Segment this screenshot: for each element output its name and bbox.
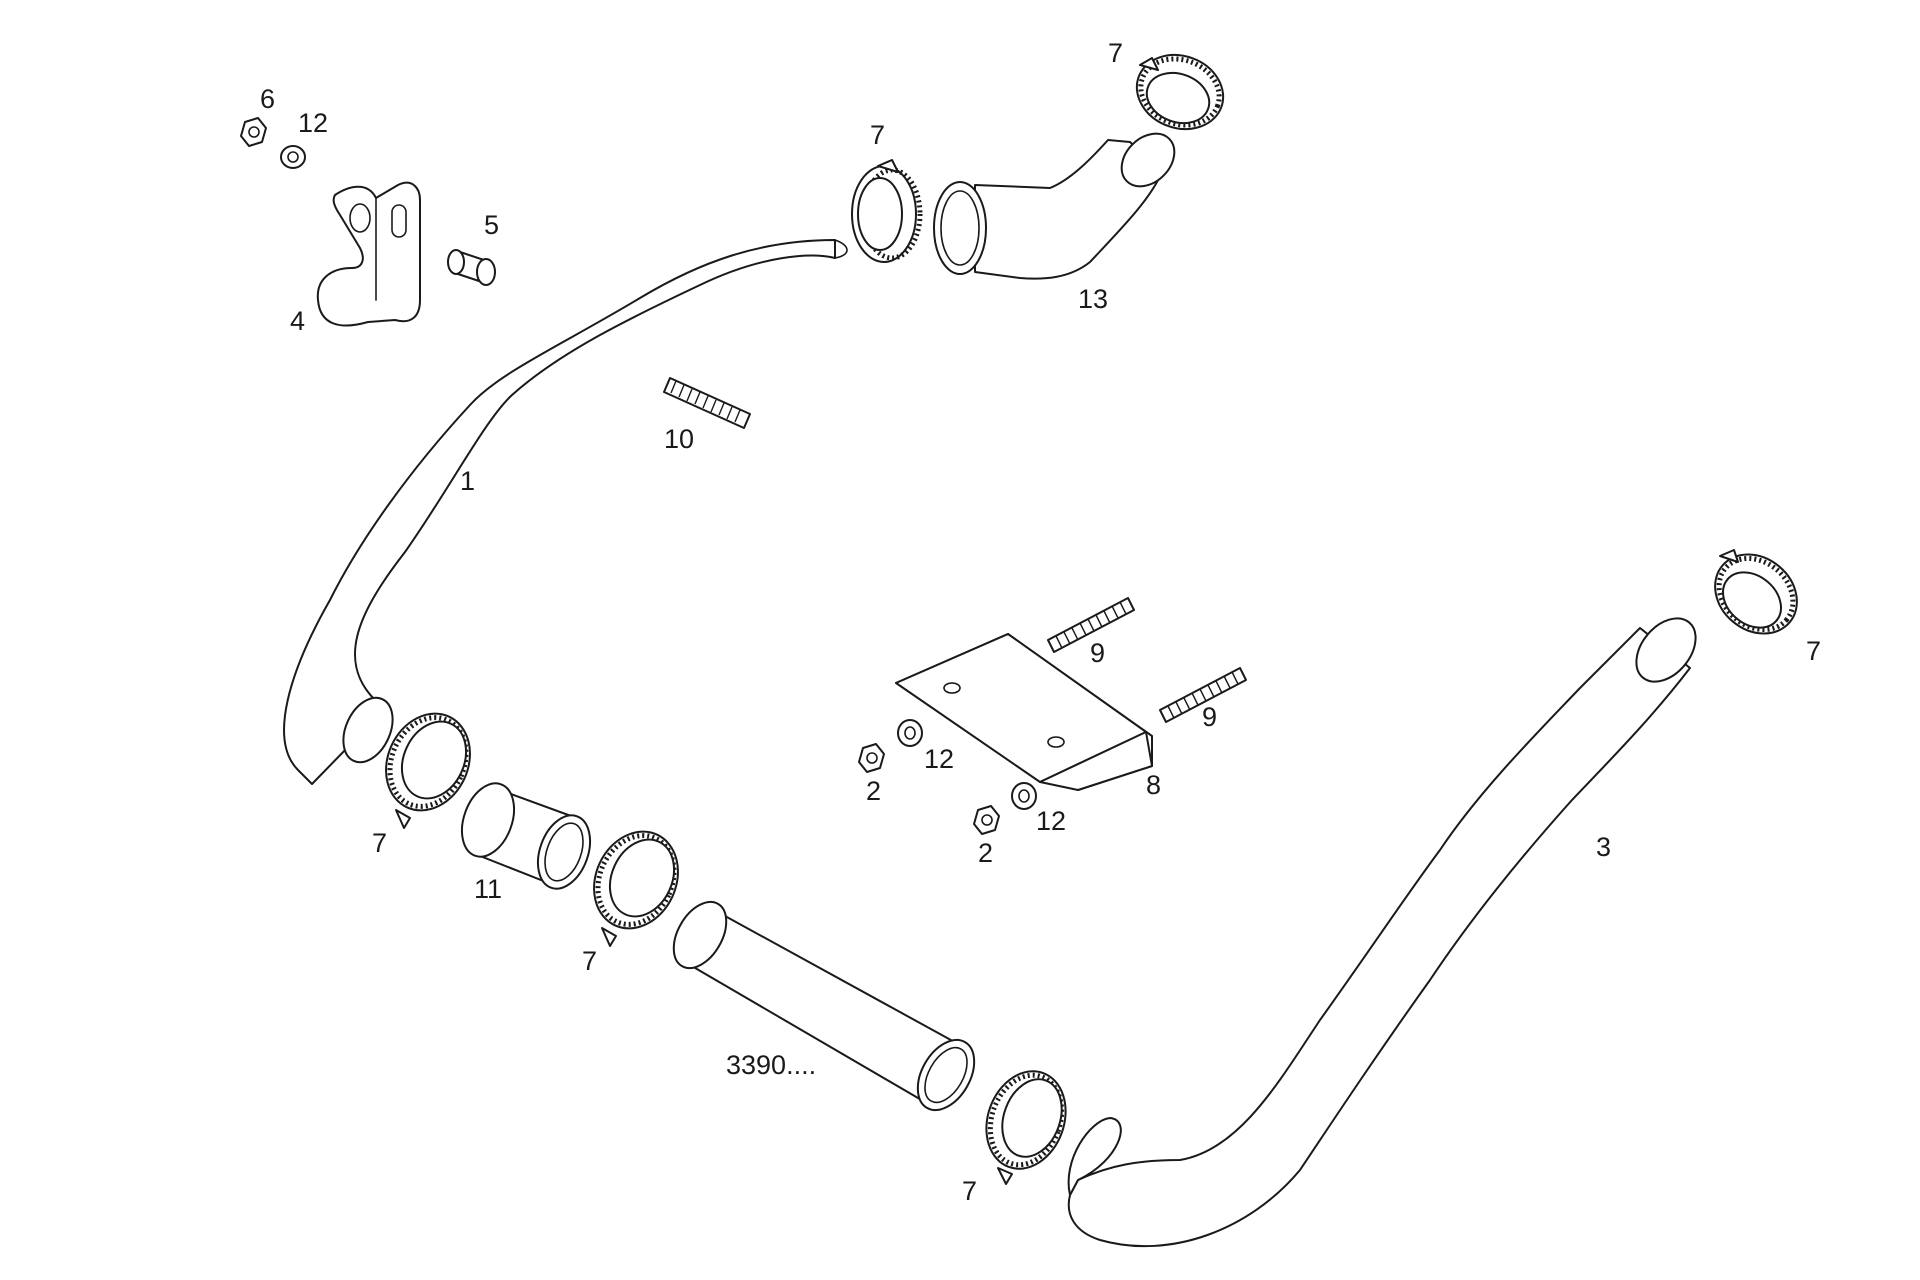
bracket bbox=[316, 181, 421, 327]
callout-clamp-e: 7 bbox=[962, 1176, 977, 1206]
callout-pipe-ref: 3390.... bbox=[726, 1050, 816, 1080]
callout-stud-b: 9 bbox=[1202, 702, 1217, 732]
plate bbox=[895, 633, 1153, 791]
sleeve bbox=[460, 782, 592, 890]
callout-clamp-c: 7 bbox=[372, 828, 387, 858]
pipe-reference bbox=[672, 900, 976, 1112]
callout-clamp-f: 7 bbox=[1806, 636, 1821, 666]
callout-washer-top: 12 bbox=[298, 108, 328, 138]
callout-hose-upper: 1 bbox=[460, 466, 475, 496]
callout-nut-b: 2 bbox=[978, 838, 993, 868]
callout-spacer: 5 bbox=[484, 210, 499, 240]
hose-clamp-f bbox=[1714, 549, 1798, 635]
hose-clamp-d bbox=[593, 830, 679, 947]
callout-clamp-d: 7 bbox=[582, 946, 597, 976]
washer-b bbox=[1011, 782, 1037, 810]
hose-clamp-c bbox=[385, 712, 471, 829]
callout-sleeve: 11 bbox=[474, 874, 502, 904]
callout-nut-a: 2 bbox=[866, 776, 881, 806]
callout-stud-a: 9 bbox=[1090, 638, 1105, 668]
callout-plate: 8 bbox=[1146, 770, 1161, 800]
hose-clamp-a bbox=[1135, 53, 1225, 131]
stud-b bbox=[1159, 667, 1247, 723]
callout-clamp-b: 7 bbox=[870, 120, 885, 150]
callout-washer-b: 12 bbox=[1036, 806, 1066, 836]
spacer bbox=[447, 249, 496, 286]
hose-clamp-b bbox=[851, 159, 923, 263]
hose-lower-right bbox=[1067, 617, 1697, 1248]
washer-a bbox=[897, 719, 923, 747]
callout-bracket: 4 bbox=[290, 306, 305, 336]
callout-stud-upper: 10 bbox=[664, 424, 694, 454]
stud-upper bbox=[663, 377, 751, 429]
callout-clamp-a: 7 bbox=[1108, 38, 1123, 68]
callout-hose-lower-right: 3 bbox=[1596, 832, 1611, 862]
callout-washer-a: 12 bbox=[924, 744, 954, 774]
callout-hose-elbow: 13 bbox=[1078, 284, 1108, 314]
callout-nut-top: 6 bbox=[260, 84, 275, 114]
hose-upper bbox=[283, 239, 848, 785]
nut-b bbox=[973, 805, 1000, 835]
nut-a bbox=[858, 743, 885, 773]
washer-top bbox=[280, 145, 306, 169]
hose-clamp-e bbox=[985, 1070, 1067, 1185]
hose-elbow bbox=[933, 132, 1176, 280]
nut-top bbox=[240, 117, 267, 147]
stud-a bbox=[1047, 597, 1135, 653]
